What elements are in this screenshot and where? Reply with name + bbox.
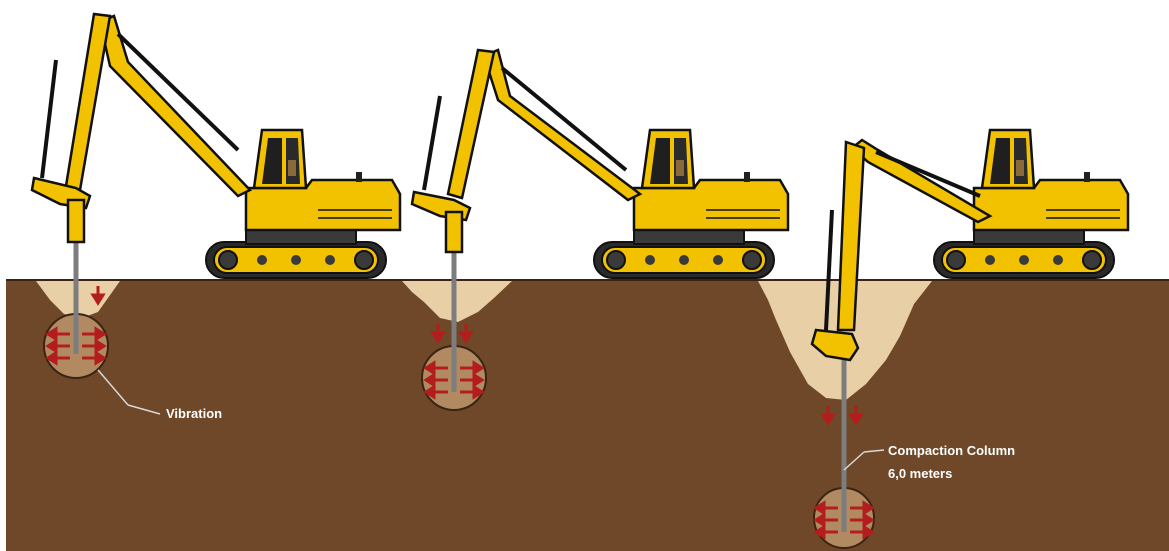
- excavator-icon: [810, 128, 1130, 362]
- compaction-leader-line: [843, 451, 865, 471]
- vibration-arrow-icon: [45, 286, 107, 366]
- compaction-column-label: Compaction Column: [888, 443, 1015, 458]
- ground: [6, 280, 1169, 551]
- compaction-depth-label: 6,0 meters: [888, 466, 952, 481]
- vibration-leader-line: [97, 369, 129, 406]
- sand-crater-2: [402, 281, 512, 322]
- vibration-label: Vibration: [166, 406, 222, 421]
- excavator-icon: [410, 48, 790, 280]
- vibration-arrow-icon: [423, 324, 485, 400]
- excavator-icon: [30, 12, 402, 280]
- vibration-arrow-icon: [813, 406, 875, 540]
